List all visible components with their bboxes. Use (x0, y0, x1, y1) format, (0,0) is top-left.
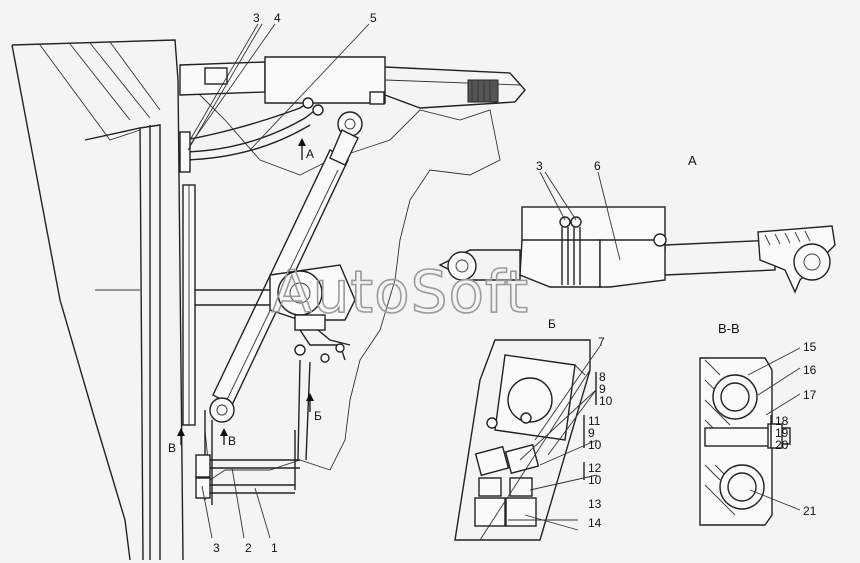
view-a-cylinder (599, 239, 666, 288)
callout-section-19: 19 (775, 426, 789, 440)
callout-detail-8: 8 (599, 370, 606, 384)
callout-bottom-2: 2 (245, 541, 252, 555)
callout-top-5: 5 (370, 11, 377, 25)
machine-frame (11, 39, 501, 561)
callout-section-18: 18 (775, 414, 789, 428)
bottom-pipes (195, 410, 300, 505)
callout-section-17: 17 (803, 388, 817, 402)
callout-bottom-3: 3 (213, 541, 220, 555)
callout-section-15: 15 (803, 340, 817, 354)
callout-detail-9a: 9 (599, 382, 606, 396)
section-arrows (177, 138, 314, 445)
arrow-a-label: А (306, 147, 314, 161)
detail-view (454, 339, 591, 541)
callout-detail-10a: 10 (599, 394, 613, 408)
leader-lines (187, 23, 801, 539)
arrow-v-right-label: В (228, 434, 236, 448)
center-joint (195, 264, 356, 363)
callout-section-16: 16 (803, 363, 817, 377)
callout-detail-10b: 10 (588, 438, 602, 452)
arrow-v-left-label: В (168, 441, 176, 455)
section-bolt (704, 427, 773, 447)
callout-a-3: 3 (536, 159, 543, 173)
arrow-b-label: Б (314, 409, 322, 423)
section-vv-title: В-В (718, 321, 740, 336)
callout-detail-10c: 10 (588, 473, 602, 487)
callout-bottom-1: 1 (271, 541, 278, 555)
callout-a-6: 6 (594, 159, 601, 173)
section-vv (699, 357, 791, 526)
view-a-title: A (688, 153, 697, 168)
boom-cylinder (264, 56, 386, 104)
callout-detail-9b: 9 (588, 426, 595, 440)
callout-top-4: 4 (274, 11, 281, 25)
view-labels: A В-В А Б В В Б (168, 147, 740, 455)
boom-clamp (467, 79, 499, 103)
callout-detail-12: 12 (588, 461, 602, 475)
callout-section-20: 20 (775, 438, 789, 452)
callouts: 3 4 5 3 6 3 2 1 7 8 9 10 11 9 10 12 10 1… (213, 11, 817, 555)
view-a (438, 206, 836, 294)
callout-detail-11: 11 (588, 414, 601, 428)
callout-detail-13: 13 (588, 497, 602, 511)
vertical-hose (297, 359, 311, 461)
top-boom (179, 56, 526, 137)
callout-detail-14: 14 (588, 516, 602, 530)
callout-section-21: 21 (803, 504, 817, 518)
view-a-b-label: Б (548, 317, 556, 331)
top-hoses (179, 97, 324, 173)
watermark: AutoSoft (272, 258, 529, 326)
callout-detail-7: 7 (598, 335, 605, 349)
callout-top-3: 3 (253, 11, 260, 25)
